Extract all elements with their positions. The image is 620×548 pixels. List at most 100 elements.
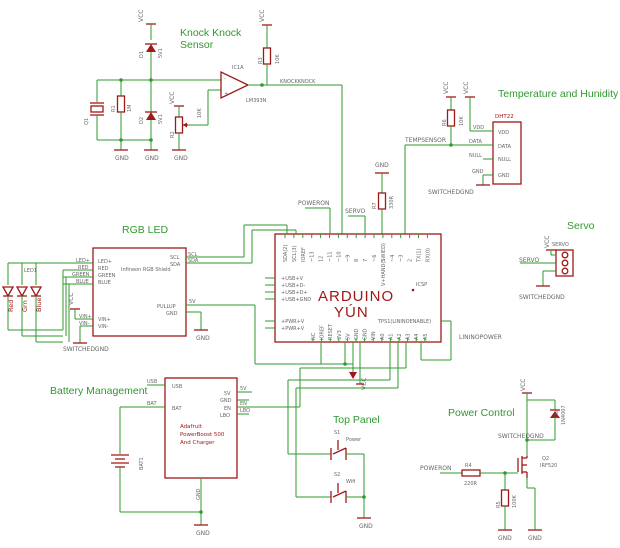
arduino-left-pin-pwrv1: +PWR+V (281, 319, 305, 325)
q1-label: Q1 (84, 118, 90, 125)
r1-value: 1M (127, 105, 133, 113)
s2-function-label: Wifi (346, 479, 355, 485)
wire-label-vin-minus: VIN- (79, 321, 90, 327)
arduino-bottom-pin-3: 3V3 (337, 330, 343, 340)
lininopower-net-label: LININOPOWER (459, 334, 502, 341)
dht22-box (492, 121, 522, 185)
vcc-label: VCC (463, 82, 470, 94)
r5-label: R5 (496, 501, 502, 508)
r6-label: R6 (442, 119, 448, 126)
servo-header-box (555, 249, 574, 277)
powerboost-pin-lbo: LBO (220, 413, 230, 419)
section-title-temperature: Temperature and Hunidity (498, 88, 619, 100)
powerboost-label-3: And Charger (180, 440, 215, 446)
rgb-pin-vin-minus: VIN- (98, 324, 109, 330)
poweron-net-label: POWERON (420, 465, 451, 472)
servo-net-label: SERVO (345, 208, 365, 215)
pb-5v-net: 5V (240, 386, 247, 392)
section-title-power-control: Power Control (448, 407, 515, 419)
switchedgnd-label: SWITCHEDGND (63, 346, 109, 353)
knock-sensor-circuit: VCC D1 5V1 Q1 R1 1M D2 5V1 (84, 10, 343, 234)
dht-data-net: DATA (469, 139, 482, 145)
arduino-bottom-pin-12: A4 (414, 333, 420, 340)
d2-value: 5V1 (158, 114, 164, 124)
gnd-label: GND (498, 535, 512, 542)
r7-label: R7 (372, 202, 378, 209)
d1-value: 5V1 (158, 48, 164, 58)
opamp-part: LM393N (246, 98, 267, 104)
dht22-pin-gnd: GND (498, 173, 510, 179)
vcc-label: VCC (443, 82, 450, 94)
q2-label: Q2 (542, 456, 549, 462)
arduino-top-pin-16: RX(0) (425, 248, 431, 262)
arduino-top-pin-6: ~10 (336, 251, 342, 262)
temperature-circuit: DHT22 VDD DATA NULL GND VDD DATA NULL GN… (372, 82, 522, 234)
rgb-shield-box (92, 247, 187, 337)
arduino-left-pin-usbd-plus: +USB+D+ (281, 290, 308, 296)
rgb-pin-scl: SCL (170, 255, 180, 261)
gnd-label: GND (375, 162, 389, 169)
dht22-part-label: DHT22 (495, 114, 514, 120)
vcc-label: VCC (520, 379, 527, 391)
arduino-top-pin-13: ~3 (399, 255, 405, 262)
arduino-bottom-pin-5: GND (354, 328, 360, 340)
s1-function-label: Power (346, 437, 362, 443)
switchedgnd-label: SWITCHEDGND (519, 294, 565, 301)
powerboost-pin-5v: 5V (224, 391, 231, 397)
wire-label-red: RED (78, 265, 89, 271)
arduino-icsp-label: ICSP (416, 282, 427, 288)
arduino-top-pin-0: SDA(2) (283, 245, 289, 262)
powerboost-pin-usb: USB (172, 384, 183, 390)
switchedgnd-label: SWITCHEDGND (428, 189, 474, 196)
arduino-top-wiring: POWERON SERVO (211, 200, 366, 264)
dht22-pin-null: NULL (498, 157, 511, 163)
arduino-bottom-pin-0: NC (311, 332, 317, 340)
arduino-bottom-pin-7: VIN (371, 331, 377, 340)
r1-label: R1 (111, 105, 117, 112)
rgb-led-circuit: Infineon RGB Shield LED+ RED GREEN BLUE … (1, 247, 353, 365)
rgb-shield-name: Infineon RGB Shield (121, 267, 171, 273)
switchedgnd-label: SWITCHEDGND (498, 433, 544, 440)
arduino-top-pin-7: ~9 (345, 255, 351, 262)
dht-gnd-net: GND (472, 169, 484, 175)
dht-vdd-net: VDD (473, 125, 484, 131)
arduino-top-pin-5: ~11 (328, 251, 334, 262)
gnd-label: GND (528, 535, 542, 542)
arduino-bottom-pin-10: A2 (397, 333, 403, 340)
powerboost-pin-en: EN (224, 406, 231, 412)
rgb-pin-green: GREEN (98, 273, 116, 279)
gnd-label: GND (174, 155, 188, 162)
arduino-left-pin-pwrv2: +PWR+V (281, 326, 305, 332)
gnd-label: GND (145, 155, 159, 162)
section-title-knock-line2: Sensor (180, 39, 214, 51)
arduino-bottom-pin-1: IOREF (320, 325, 326, 340)
d3-label: D3 (554, 411, 560, 418)
arduino-board-box (274, 233, 442, 343)
r4-label: R4 (465, 463, 472, 469)
arduino-bottom-pin-9: A1 (388, 333, 394, 340)
section-title-battery: Battery Management (50, 385, 148, 397)
pb-en-net: EN (240, 401, 247, 407)
battery-label: BAT1 (139, 457, 145, 470)
arduino-top-pin-8: 8 (354, 259, 360, 262)
rgb-pin-sda: SDA (170, 262, 181, 268)
dht22-pin-data: DATA (498, 144, 511, 150)
r2-label: R2 (170, 131, 176, 138)
arduino-left-pin-usbv: +USB+V (281, 276, 304, 282)
arduino-bottom-pin-8: A0 (380, 333, 386, 340)
vcc-label: VCC (169, 92, 176, 104)
arduino-top-pin-4: 12 (319, 256, 325, 262)
servo-circuit: SERVO SERVO VCC SWITCHEDGND (519, 236, 574, 301)
wire-label-blue: BLUE (76, 279, 89, 285)
arduino-top-pin-11: 5 (381, 259, 387, 262)
led-green-label: Grn (21, 300, 29, 312)
wire-label-led-plus: LED+ (76, 258, 90, 264)
led1-label: LED1 (24, 268, 37, 274)
arduino-bottom-pin-6: GND (363, 328, 369, 340)
rgb-pin-led-plus: LED+ (98, 259, 112, 265)
bat-net-label: BAT (147, 401, 157, 407)
arduino-bottom-pin-13: A5 (423, 333, 429, 340)
powerboost-label-1: Adafruit (180, 424, 203, 430)
vcc-label: VCC (138, 10, 145, 22)
